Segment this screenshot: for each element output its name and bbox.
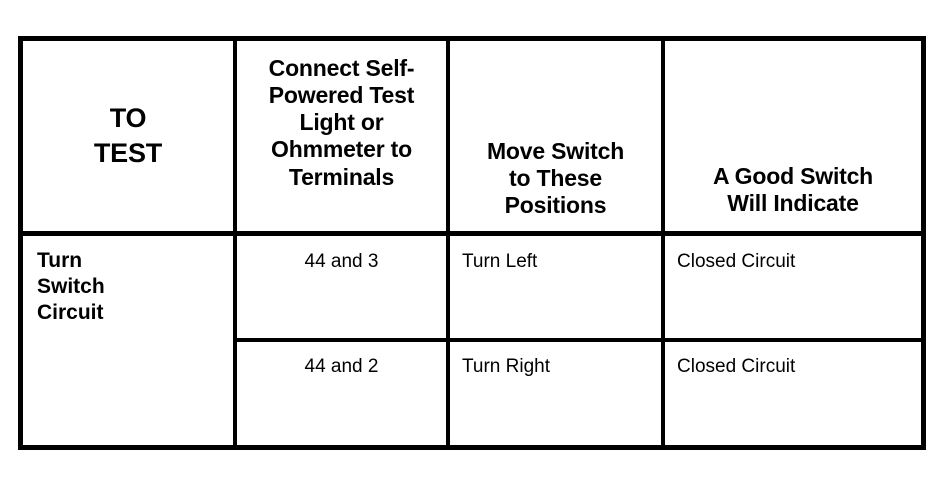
column-header-connect-meter-line1: Connect Self- <box>268 55 415 81</box>
cell-indication-row2: Closed Circuit <box>677 356 796 377</box>
column-divider-3 <box>661 41 665 445</box>
cell-terminals-row1: 44 and 3 <box>304 251 379 272</box>
column-header-good-switch-line2: Will Indicate <box>727 189 859 216</box>
column-header-move-switch: Move Switch to These Positions <box>450 41 661 231</box>
table-row: Closed Circuit <box>665 342 921 445</box>
table-row: 44 and 2 <box>237 342 446 445</box>
cell-switch-position-row2: Turn Right <box>462 356 550 377</box>
column-header-connect-meter-line5: Terminals <box>288 163 395 190</box>
row-label-line3: Circuit <box>37 301 104 325</box>
column-header-to-test-line2: TEST <box>93 138 163 168</box>
cell-switch-position-row1: Turn Left <box>462 251 538 272</box>
row-label-turn-switch-circuit: Turn Switch Circuit <box>23 236 233 445</box>
column-header-move-switch-line2: to These <box>509 164 602 191</box>
row-label-line1: Turn <box>37 249 83 272</box>
table-inner: TO TEST Connect Self- Powered Test Light… <box>23 41 921 445</box>
cell-terminals-row2: 44 and 2 <box>304 356 379 377</box>
table-row: Turn Left <box>450 236 661 338</box>
test-procedure-table: TO TEST Connect Self- Powered Test Light… <box>18 36 926 450</box>
column-header-connect-meter-line4: Ohmmeter to <box>271 136 412 163</box>
column-header-connect-meter-line3: Light or <box>299 109 384 136</box>
row-label-line2: Switch <box>37 275 105 299</box>
table-row: 44 and 3 <box>237 236 446 338</box>
column-header-to-test-line1: TO <box>109 102 147 133</box>
column-header-connect-meter-line2: Powered Test <box>268 82 415 109</box>
column-header-move-switch-line3: Positions <box>504 191 607 218</box>
column-header-to-test: TO TEST <box>23 41 233 231</box>
row-separator-1 <box>233 338 921 342</box>
header-body-separator <box>23 231 921 236</box>
cell-indication-row1: Closed Circuit <box>677 251 796 272</box>
column-header-good-switch-line1: A Good Switch <box>712 162 874 189</box>
column-header-good-switch: A Good Switch Will Indicate <box>665 41 921 231</box>
table-row: Turn Right <box>450 342 661 445</box>
column-header-connect-meter: Connect Self- Powered Test Light or Ohmm… <box>237 41 446 231</box>
column-divider-1 <box>233 41 237 445</box>
column-header-move-switch-line1: Move Switch <box>486 137 625 164</box>
table-row: Closed Circuit <box>665 236 921 338</box>
column-divider-2 <box>446 41 450 445</box>
